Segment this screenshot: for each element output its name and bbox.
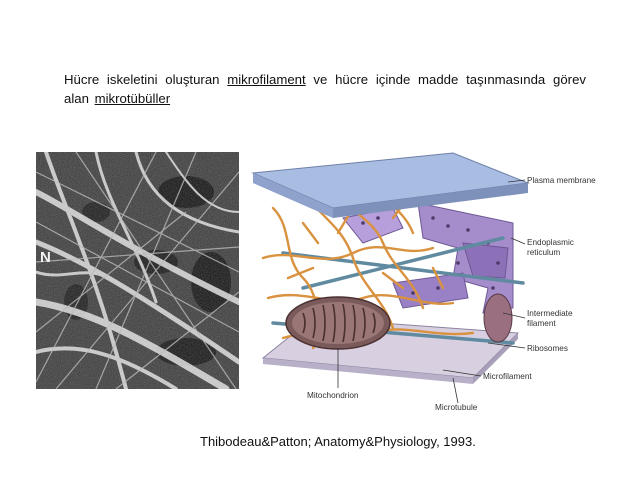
cytoskeleton-diagram: Plasma membrane Endoplasmic reticulum In… [243,148,608,413]
micrograph-image: N [36,152,239,389]
label-endoplasmic-1: Endoplasmic [527,238,574,247]
label-plasma-membrane: Plasma membrane [527,176,596,185]
heading-text-2: ve hücre içinde madde taşınmasında görev… [64,72,586,106]
slide-heading: Hücre iskeletini oluşturan mikrofilament… [64,70,586,108]
label-microtubule: Microtubule [435,403,478,412]
label-ribosomes: Ribosomes [527,344,568,353]
label-intermediate-1: Intermediate [527,309,573,318]
electron-micrograph: N [36,152,239,389]
label-mitochondrion: Mitochondrion [307,391,359,400]
source-caption: Thibodeau&Patton; Anatomy&Physiology, 19… [200,434,476,449]
term-microfilament: mikrofilament [227,72,306,87]
cytoskeleton-illustration: Plasma membrane Endoplasmic reticulum In… [251,152,596,412]
label-endoplasmic-2: reticulum [527,248,560,257]
plasma-membrane-edge-front [333,183,528,218]
ribosome-dots [361,216,505,300]
leader-lines [337,179,526,404]
heading-text-1: Hücre iskeletini oluşturan [64,72,228,87]
label-intermediate-2: filament [527,319,556,328]
label-microfilament: Microfilament [483,372,532,381]
mitochondrion [285,296,391,350]
term-microtubules: mikrotübüller [94,91,171,106]
plasma-membrane-edge-left [253,173,333,218]
micrograph-label: N [40,249,51,266]
base-slab-edge [263,358,473,384]
mitochondrion-small [483,293,513,343]
